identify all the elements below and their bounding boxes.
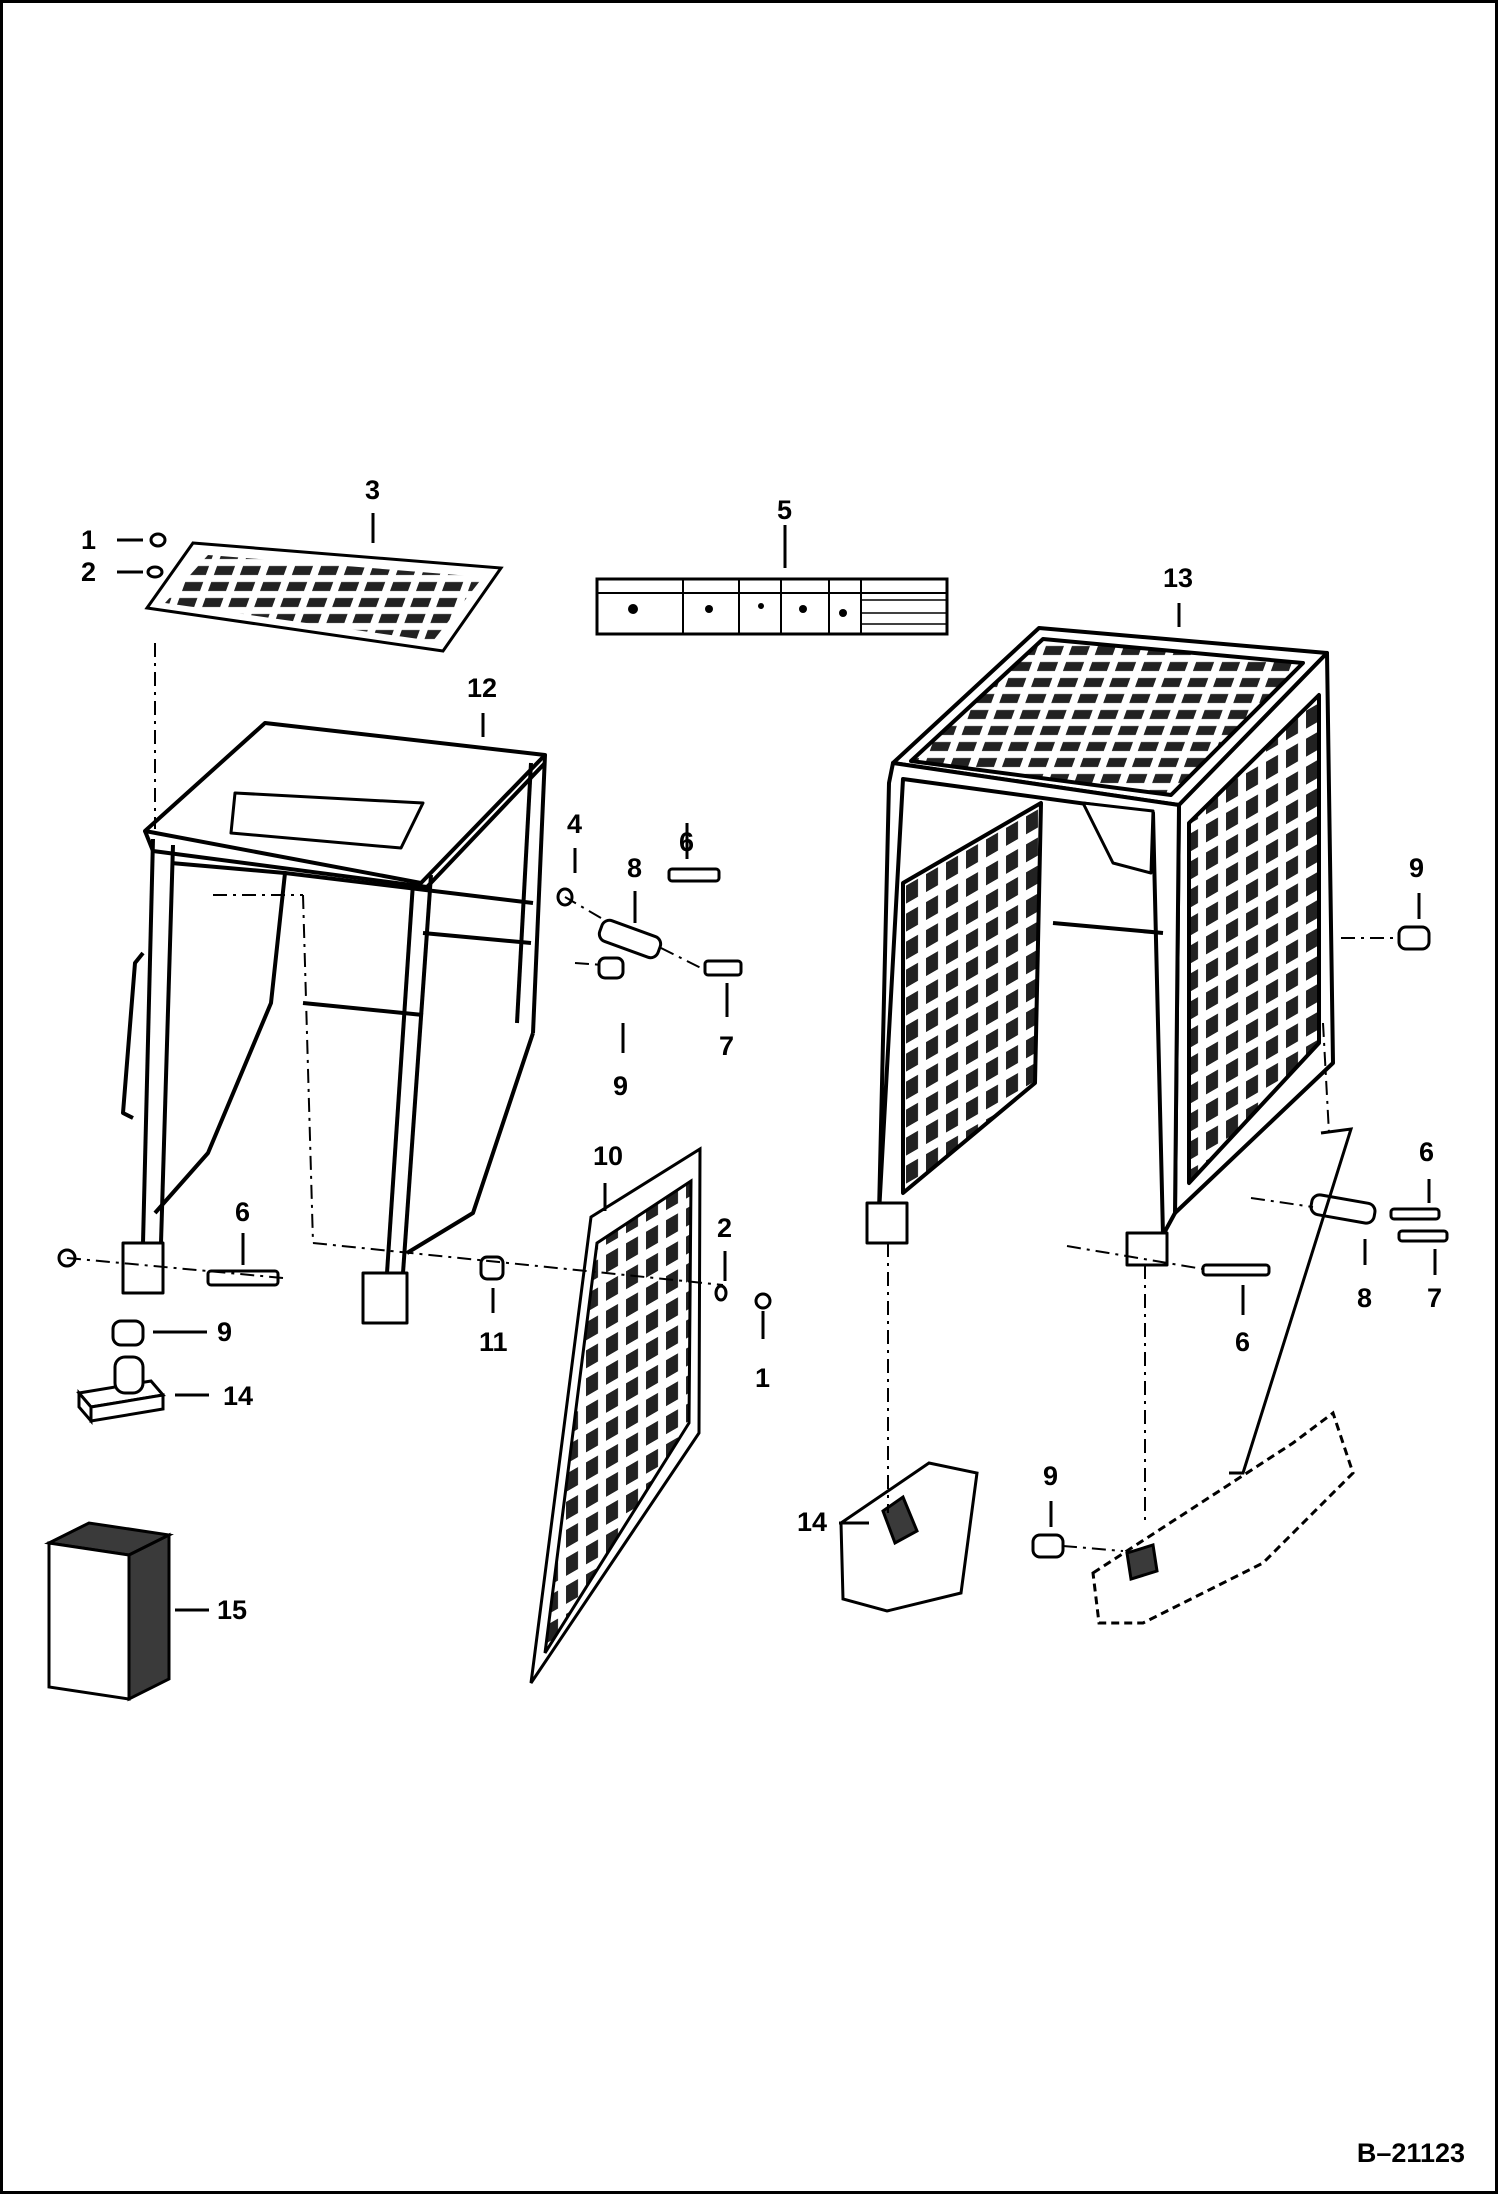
callout-15: 15 [217,1595,248,1625]
decal-part-5 [595,577,949,636]
callout-8-right: 8 [1357,1283,1373,1313]
callout-9-lower-left: 9 [217,1317,233,1347]
callout-13: 13 [1163,563,1194,593]
washer-part-2-top [146,565,164,579]
bolt-part-7-left [703,959,743,977]
hardware-group [57,532,1449,1559]
callout-9-left-mid: 9 [613,1071,629,1101]
callout-4: 4 [567,809,583,839]
machine-frame [839,1127,1355,1625]
kit-box-part-15 [44,1521,174,1702]
callout-10: 10 [593,1141,624,1171]
assembly-lines [66,643,1399,1552]
bushing-part-9-c [1397,925,1431,951]
bushing-part-9-d [1031,1533,1065,1559]
callout-8-left: 8 [627,853,643,883]
bolt-part-7-right [1397,1229,1449,1243]
nut-part-1-lower [754,1292,772,1310]
bolt-part-6-right [1389,1207,1441,1221]
callout-9-right-top: 9 [1409,853,1425,883]
leader-lines [117,513,1437,1612]
callout-14-left: 14 [223,1381,254,1411]
bolt-part-6-left [667,867,721,883]
callout-6-lower-right: 6 [1235,1327,1251,1357]
cab-frame-part-12 [121,721,547,1325]
bolt-part-6-lower-right [1201,1263,1271,1277]
bushing-part-9-b [111,1319,145,1347]
callout-3: 3 [365,475,381,505]
callout-1-lower: 1 [755,1363,771,1393]
callout-14-right: 14 [797,1507,828,1537]
cab-assembly-part-13 [865,626,1335,1267]
callout-2-top: 2 [81,557,97,587]
callout-1-top: 1 [81,525,97,555]
drawing-reference-number: B–21123 [1356,2138,1465,2168]
callout-6-lower: 6 [235,1197,251,1227]
callout-11: 11 [479,1327,508,1357]
pin-part-8-left [597,918,663,960]
bushing-part-9-a [597,956,625,980]
callout-6-right: 6 [1419,1137,1435,1167]
callout-5: 5 [777,495,793,525]
mount-part-14-loose [76,1355,166,1426]
bolt-part-6-lower [206,1269,280,1287]
top-grille-part-3 [144,541,504,653]
callout-7-right: 7 [1427,1283,1443,1313]
nut-part-1-top [149,532,167,548]
callout-7-left: 7 [719,1031,735,1061]
callout-9-lower-right: 9 [1043,1461,1059,1491]
pin-part-8-right [1309,1193,1377,1225]
callout-12: 12 [467,673,498,703]
callout-6-left: 6 [679,827,695,857]
washer-part-2-lower [714,1284,728,1302]
bushing-part-11 [479,1255,505,1281]
side-screen-part-10 [529,1146,702,1684]
exploded-view-drawing [44,513,1449,1702]
callout-2-lower: 2 [717,1213,733,1243]
